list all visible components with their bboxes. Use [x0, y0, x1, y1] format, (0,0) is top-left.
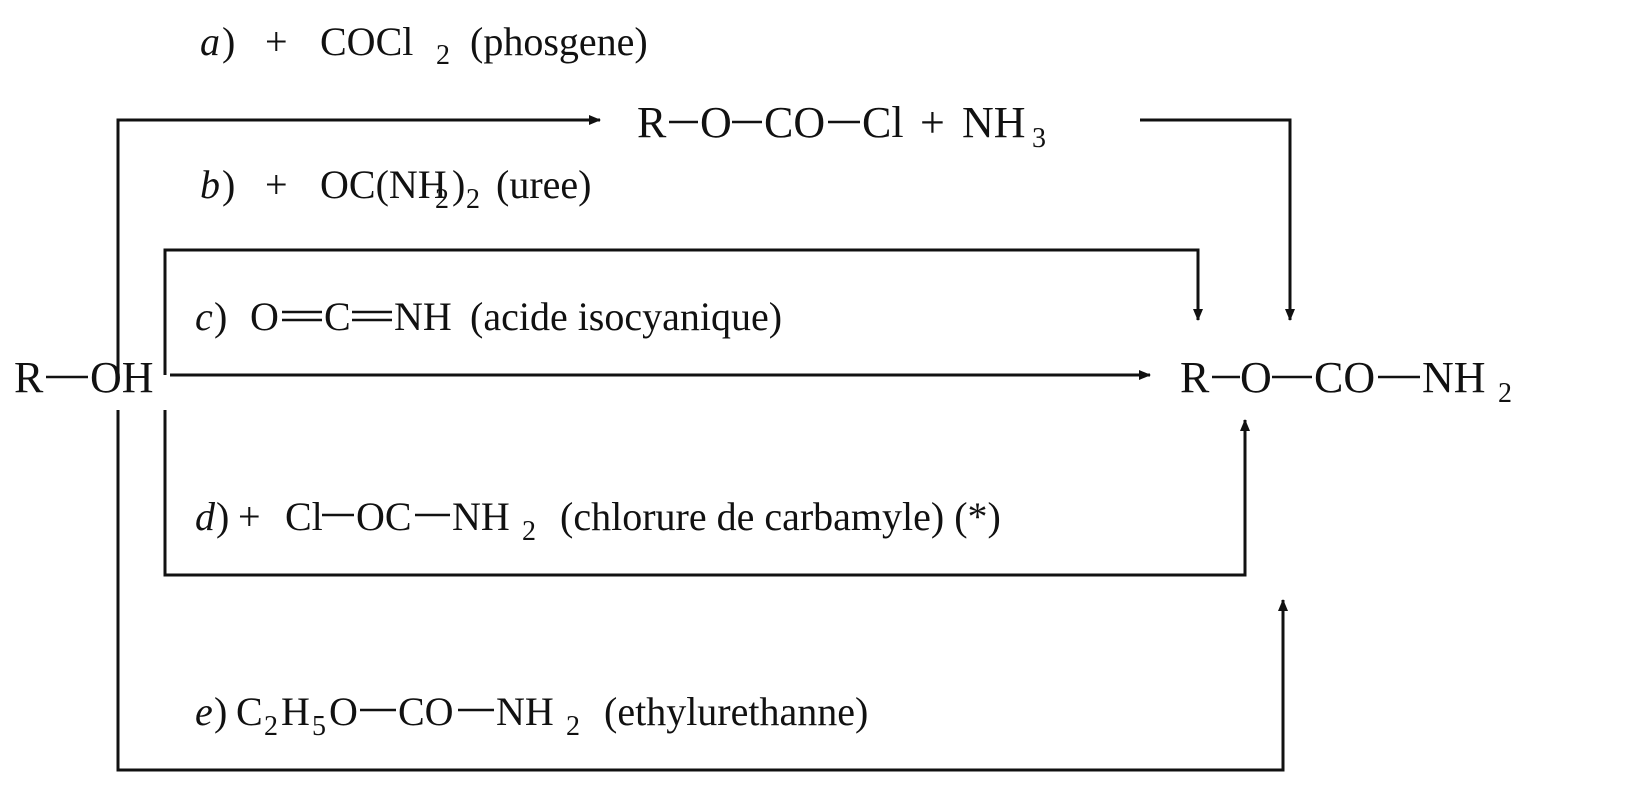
route-d-label: d ) + Cl OC NH 2 (chlorure de carbamyle)… [195, 494, 1001, 547]
route-c-paren: ) [214, 294, 227, 339]
route-d-plus: + [238, 494, 261, 539]
route-c-nh: NH [394, 294, 452, 339]
product-carbamate: R O CO NH 2 [1180, 353, 1512, 409]
route-e-nh: NH [496, 689, 554, 734]
route-e-h: H [281, 689, 310, 734]
route-d-arrow [163, 410, 1250, 577]
route-c-label: c ) O C NH (acide isocyanique) [195, 294, 782, 339]
route-a-plus: + [265, 19, 288, 64]
reactant-r: R [14, 353, 44, 402]
route-d-paren: ) [216, 494, 229, 539]
product-co: CO [1314, 353, 1375, 402]
route-a-formula: COCl [320, 19, 413, 64]
route-b-plus: + [265, 162, 288, 207]
route-c-c: C [324, 294, 351, 339]
route-b-arrow [163, 248, 1203, 375]
route-e-c-subscript: 2 [264, 711, 278, 742]
intermediate-to-product-arrow [1140, 118, 1295, 321]
intermediate-nh: NH [962, 98, 1026, 147]
route-e-c: C [236, 689, 263, 734]
route-d-nh: NH [452, 494, 510, 539]
route-b-letter: b [200, 162, 220, 207]
intermediate-cl: Cl [862, 98, 904, 147]
route-c-name: (acide isocyanique) [470, 294, 782, 339]
route-c-o: O [250, 294, 279, 339]
route-b-formula-a-subscript: 2 [435, 184, 449, 215]
route-e-name: (ethylurethanne) [604, 689, 868, 734]
route-a-label: a ) + COCl 2 (phosgene) [200, 19, 648, 71]
route-e-label: e ) C 2 H 5 O CO NH 2 (ethylurethanne) [195, 689, 868, 742]
product-nh-subscript: 2 [1498, 378, 1512, 409]
reactant-oh: OH [90, 353, 154, 402]
reactant-r-oh: R OH [14, 353, 154, 402]
product-nh: NH [1422, 353, 1486, 402]
route-b-formula-b-subscript: 2 [466, 184, 480, 215]
route-e-paren: ) [214, 689, 227, 734]
route-d-cl: Cl [285, 494, 323, 539]
route-e-h-subscript: 5 [312, 711, 326, 742]
intermediate-o: O [700, 98, 732, 147]
route-e-letter: e [195, 689, 213, 734]
route-a-arrow [116, 115, 601, 375]
route-a-formula-subscript: 2 [436, 40, 450, 71]
route-e-arrow [116, 410, 1288, 772]
product-o: O [1240, 353, 1272, 402]
route-a-name: (phosgene) [470, 19, 648, 64]
intermediate-r: R [637, 98, 667, 147]
product-r: R [1180, 353, 1210, 402]
route-e-nh-subscript: 2 [566, 711, 580, 742]
intermediate-nh-subscript: 3 [1032, 123, 1046, 154]
route-d-name: (chlorure de carbamyle) (*) [560, 494, 1001, 539]
intermediate-chloroformate: R O CO Cl + NH 3 [637, 98, 1046, 154]
route-b-paren: ) [222, 162, 235, 207]
route-b-label: b ) + OC(NH 2 ) 2 (uree) [200, 162, 591, 215]
intermediate-plus: + [920, 98, 945, 147]
route-a-letter: a [200, 19, 220, 64]
route-a-paren: ) [222, 19, 235, 64]
route-b-formula-a: OC(NH [320, 162, 447, 207]
route-c-letter: c [195, 294, 213, 339]
route-e-o: O [329, 689, 358, 734]
route-b-name: (uree) [496, 162, 591, 207]
route-b-formula-b: ) [452, 162, 465, 207]
route-d-oc: OC [356, 494, 412, 539]
route-d-nh-subscript: 2 [522, 516, 536, 547]
route-e-co: CO [398, 689, 454, 734]
route-d-letter: d [195, 494, 216, 539]
intermediate-co: CO [764, 98, 825, 147]
